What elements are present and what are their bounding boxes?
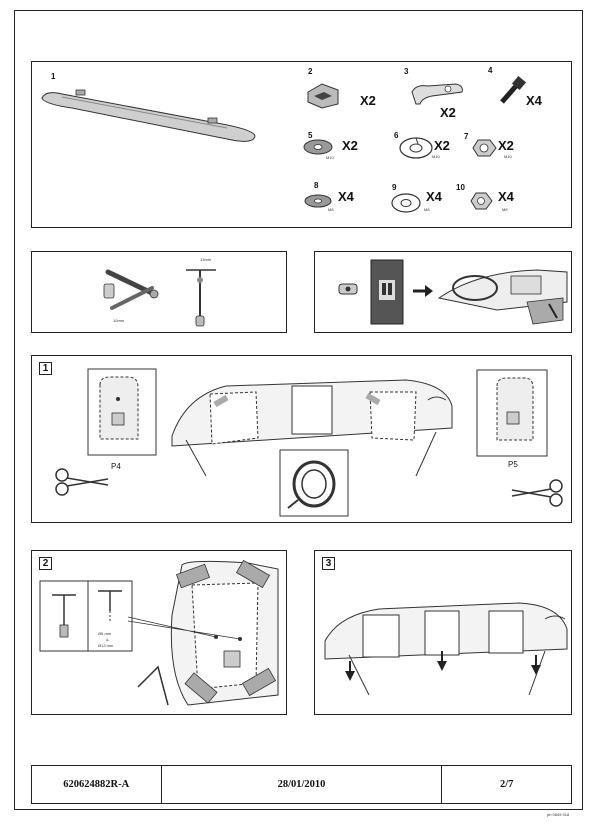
switch-panel-illustration (370, 259, 404, 325)
clamp-bracket-icon (411, 83, 463, 105)
part-8-number: 8 (314, 181, 319, 190)
reference-number: 620624882R-A (32, 766, 162, 803)
part-10-number: 10 (456, 183, 465, 192)
part-3-qty: X2 (440, 105, 456, 120)
tape-roll-detail (279, 449, 349, 517)
tools-panel: 10mm 13mm (31, 251, 287, 333)
part-5-qty: X2 (342, 138, 358, 153)
bolt-icon (500, 75, 527, 104)
part-10-qty: X4 (498, 189, 514, 204)
step-2-number: 2 (39, 557, 52, 570)
part-5-number: 5 (308, 131, 313, 140)
step-1-right-detail (476, 369, 548, 457)
nudge-bar-illustration (41, 89, 256, 142)
part-6-number: 6 (394, 131, 399, 140)
part-8-size: M8 (328, 207, 334, 212)
step-1-left-detail (87, 368, 157, 456)
flat-washer-m10-icon (303, 139, 333, 155)
clip-detail-icon (338, 283, 358, 295)
part-9-qty: X4 (426, 189, 442, 204)
part-9-size: M8 (424, 207, 430, 212)
part-6-size: M10 (432, 154, 440, 159)
footer-table: 620624882R-A 28/01/2010 2/7 (31, 765, 572, 804)
part-4-qty: X4 (526, 93, 542, 108)
drill-size-a: Ø6 mm (98, 631, 112, 636)
step-1-left-label: P4 (111, 462, 121, 471)
part-7-number: 7 (464, 132, 469, 141)
spring-washer-m10-icon (399, 137, 433, 159)
part-2-qty: X2 (360, 93, 376, 108)
drill-detail-box (39, 580, 133, 652)
bar-fixing-illustration (324, 602, 568, 696)
step-3-panel: 3 (314, 550, 572, 715)
scissors-left-icon (55, 468, 109, 496)
dashboard-illustration (437, 269, 568, 325)
socket-wrench-illustration (186, 269, 216, 327)
corner-code: ph 0849 018 (547, 812, 570, 817)
arrow-right-icon (413, 285, 433, 297)
step-1-number: 1 (39, 362, 52, 375)
nut-m10-icon (472, 139, 497, 157)
scissors-right-icon (511, 479, 563, 507)
step-1-panel: 1 P4 P5 (31, 355, 572, 523)
part-4-number: 4 (488, 66, 493, 75)
interior-reference-panel (314, 251, 572, 333)
parts-panel: 1 2 X2 3 X2 4 X4 5 X2 M10 6 X2 M10 7 (31, 61, 572, 228)
document-date: 28/01/2010 (162, 766, 443, 803)
panel-drill-illustration (127, 559, 279, 706)
part-6-qty: X2 (434, 138, 450, 153)
part-9-number: 9 (392, 183, 397, 192)
page-frame (14, 10, 583, 810)
drill-and: & (106, 637, 109, 642)
dashboard-panel-cutout-illustration (171, 379, 453, 477)
part-3-number: 3 (404, 67, 409, 76)
part-5-size: M10 (326, 155, 334, 160)
page-number: 2/7 (500, 779, 514, 790)
flat-washer-m8-icon (304, 194, 332, 208)
wrench-illustration (103, 269, 159, 310)
spring-washer-m8-icon (391, 193, 421, 213)
part-10-size: M8 (502, 207, 508, 212)
part-7-qty: X2 (498, 138, 514, 153)
part-8-qty: X4 (338, 189, 354, 204)
nut-m8-icon (470, 192, 493, 210)
step-3-number: 3 (322, 557, 335, 570)
part-7-size: M10 (504, 154, 512, 159)
part-2-number: 2 (308, 67, 313, 76)
bracket-icon (307, 83, 339, 109)
drill-size-b: Ø13 mm (98, 643, 114, 648)
step-1-right-label: P5 (508, 460, 518, 469)
socket-size-label: 13mm (200, 257, 212, 262)
part-1-number: 1 (51, 72, 56, 81)
step-2-panel: 2 Ø6 mm & Ø13 mm (31, 550, 287, 715)
wrench-size-label: 10mm (113, 318, 125, 323)
